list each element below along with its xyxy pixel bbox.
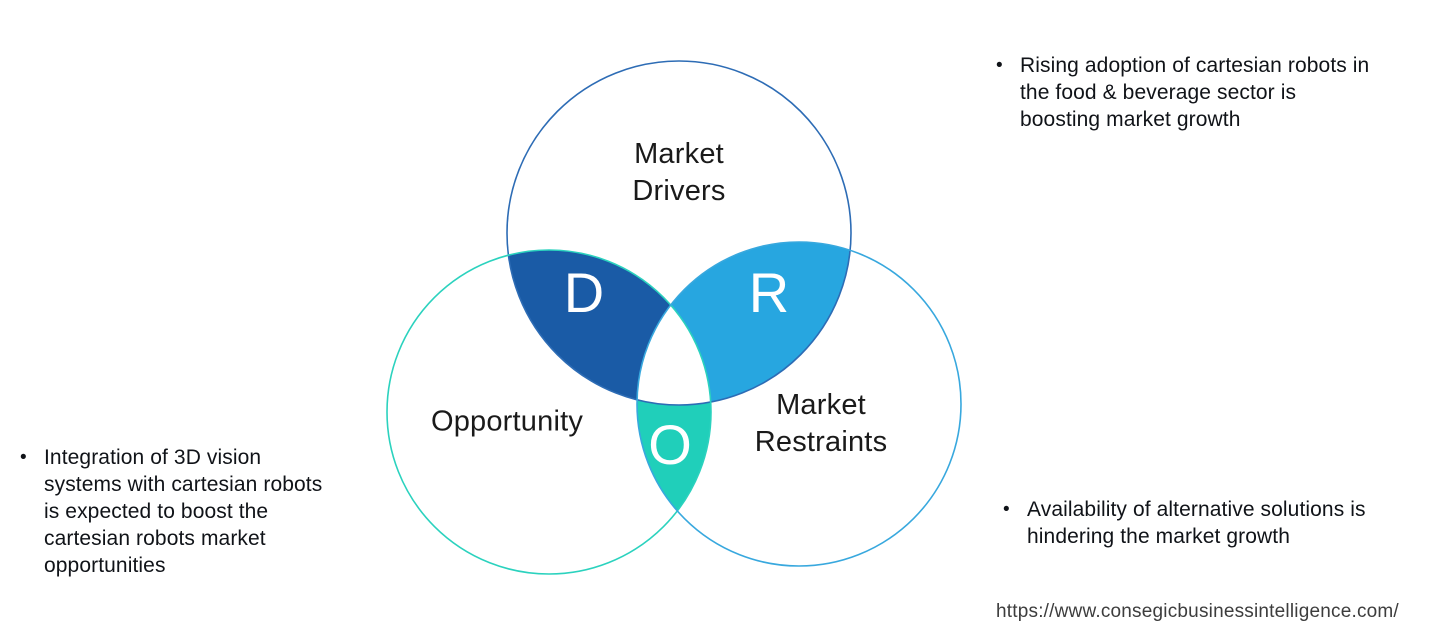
restraint-note-text: Availability of alternative solutions is… [1027, 498, 1366, 548]
source-url: https://www.consegicbusinessintelligence… [996, 601, 1399, 622]
restraint-note: • Availability of alternative solutions … [1003, 496, 1433, 550]
opportunity-label: Opportunity [430, 405, 584, 438]
market-drivers-label: Market Drivers [632, 138, 726, 207]
drivers-intersection-letter: D [563, 261, 605, 324]
bullet-icon: • [1003, 499, 1010, 520]
opportunity-note-text: Integration of 3D vision systems with ca… [44, 446, 323, 577]
opportunity-circle-outline [386, 249, 712, 575]
drivers-opportunity-intersection [507, 250, 711, 405]
opportunity-intersection-letter: O [648, 413, 692, 476]
driver-note: • Rising adoption of cartesian robots in… [996, 52, 1436, 133]
market-restraints-label: Market Restraints [754, 389, 888, 458]
driver-note-text: Rising adoption of cartesian robots in t… [1020, 54, 1370, 131]
restraints-circle-outline [636, 241, 962, 567]
opportunity-note: • Integration of 3D vision systems with … [20, 444, 380, 579]
restraints-intersection-letter: R [748, 261, 790, 324]
drivers-circle-outline [506, 60, 852, 406]
bullet-icon: • [996, 55, 1003, 76]
bullet-icon: • [20, 447, 27, 468]
